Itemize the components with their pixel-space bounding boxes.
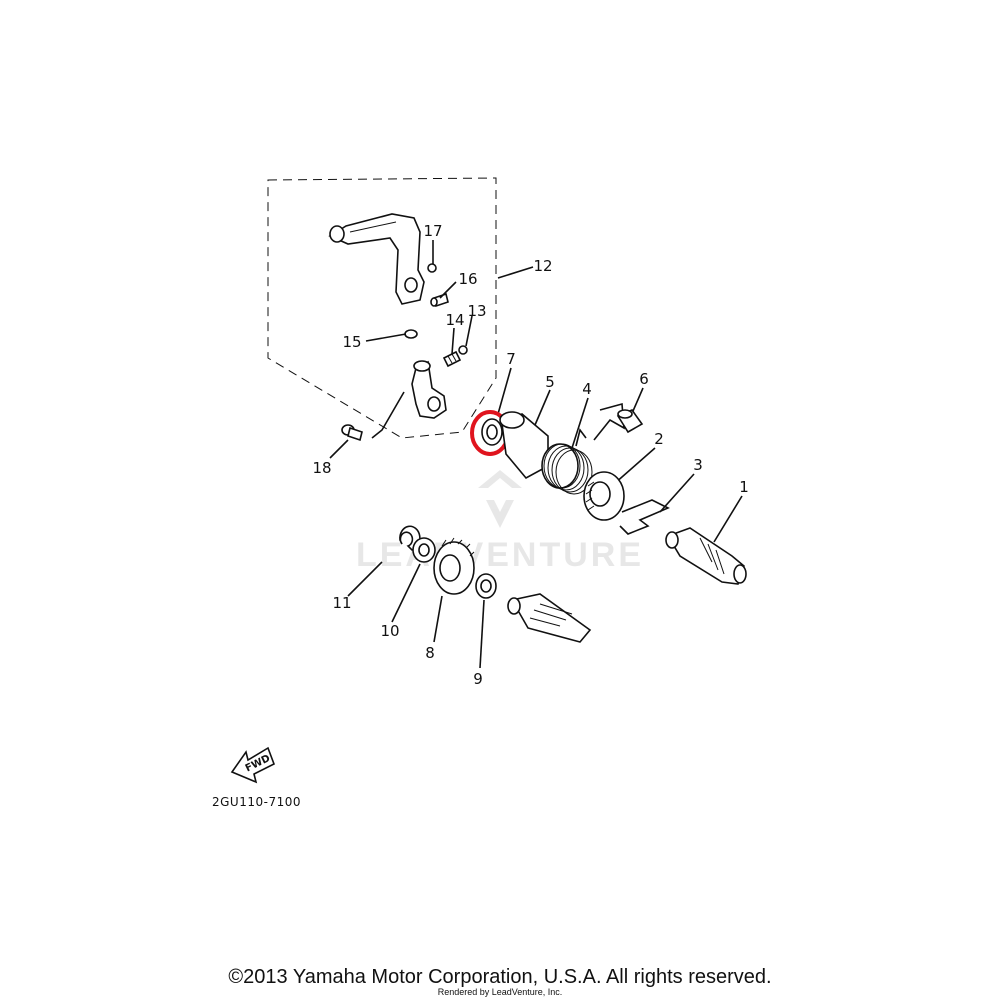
callout-5: 5 <box>545 373 555 391</box>
assembly-box-outline <box>267 177 497 439</box>
bolt-18[interactable] <box>341 424 363 442</box>
spring-14[interactable] <box>442 350 462 368</box>
callout-6: 6 <box>639 370 649 388</box>
pin-16[interactable] <box>430 292 449 308</box>
part-4-spring[interactable] <box>541 428 593 495</box>
callout-7: 7 <box>506 350 516 368</box>
callout-10: 10 <box>380 622 399 640</box>
callout-3: 3 <box>693 456 703 474</box>
part-10-washer[interactable] <box>412 537 436 563</box>
callout-13: 13 <box>467 302 486 320</box>
kick-boss[interactable] <box>411 360 447 419</box>
callouts: 17 16 12 13 14 15 7 5 4 6 2 3 1 18 11 10… <box>312 222 748 688</box>
callout-2: 2 <box>654 430 664 448</box>
callout-14: 14 <box>445 311 464 329</box>
part-5-collar[interactable] <box>499 411 549 480</box>
callout-8: 8 <box>425 644 435 662</box>
watermark: LEADVENTURE <box>356 470 644 574</box>
ball-13[interactable] <box>458 345 468 355</box>
kick-crank-lever[interactable] <box>328 213 425 305</box>
callout-1: 1 <box>739 478 749 496</box>
watermark-text: LEADVENTURE <box>356 536 644 574</box>
clip-15[interactable] <box>404 329 418 339</box>
callout-9: 9 <box>473 670 483 688</box>
callout-12: 12 <box>533 257 552 275</box>
callout-15: 15 <box>342 333 361 351</box>
callout-11: 11 <box>332 594 351 612</box>
part-6-pin[interactable] <box>616 409 644 434</box>
part-3-clip[interactable] <box>619 499 670 535</box>
callout-18: 18 <box>312 459 331 477</box>
part-1-shaft[interactable] <box>665 527 747 585</box>
callout-17: 17 <box>423 222 442 240</box>
ball-17[interactable] <box>427 263 437 273</box>
part-7-bush[interactable] <box>481 418 503 446</box>
rendered-by-note: Rendered by LeadVenture, Inc. <box>437 987 563 997</box>
leader-boss <box>371 391 405 439</box>
fwd-arrow: FWD <box>230 746 276 784</box>
part-8-gear[interactable] <box>433 537 475 595</box>
callout-16: 16 <box>458 270 477 288</box>
kick-axle-end <box>507 593 592 643</box>
callout-4: 4 <box>582 380 592 398</box>
part-9-washer[interactable] <box>475 573 497 599</box>
copyright-footer: ©2013 Yamaha Motor Corporation, U.S.A. A… <box>228 966 772 988</box>
leader-lines <box>329 240 743 669</box>
diagram-code: 2GU110-7100 <box>212 795 301 809</box>
part-2-ratchet[interactable] <box>583 471 625 521</box>
